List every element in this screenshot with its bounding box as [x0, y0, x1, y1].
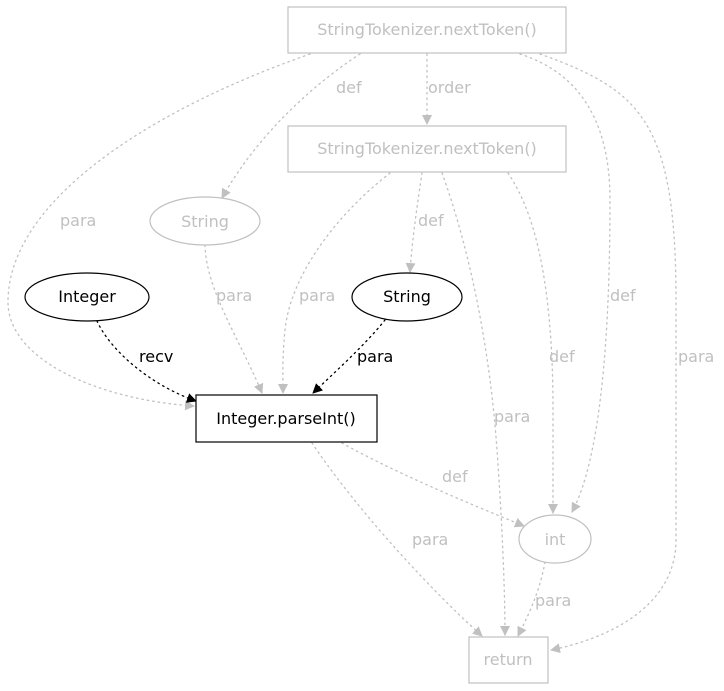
edge-parseint-to-int: def [341, 442, 525, 528]
node-integer-parseint[interactable]: Integer.parseInt() [195, 394, 378, 443]
edge-st1-to-parseint: para [7, 53, 311, 411]
node-string-1[interactable]: String [149, 196, 261, 246]
edge-label-def: def [442, 467, 468, 486]
edge-label-def: def [336, 78, 362, 97]
edge-st1-to-string1: def [221, 53, 362, 199]
node-label: return [484, 650, 533, 669]
edge-label-order: order [428, 78, 471, 97]
edge-st2-to-int: def [507, 172, 575, 514]
edge-st1-to-st2: order [422, 53, 471, 125]
node-label: String [181, 212, 229, 231]
node-label: Integer.parseInt() [216, 409, 356, 428]
node-label: Integer [58, 287, 116, 306]
edge-label-def: def [418, 211, 444, 230]
edge-integer-to-parseint: recv [96, 320, 197, 403]
edge-label-para: para [216, 286, 252, 305]
edge-string1-to-parseint: para [204, 244, 264, 394]
edges: def order para def para def para [7, 53, 714, 654]
edge-st2-to-string2: def [405, 172, 444, 273]
edge-label-para: para [357, 347, 393, 366]
node-string-2[interactable]: String [351, 272, 463, 322]
edge-label-para: para [535, 591, 571, 610]
node-return[interactable]: return [468, 636, 549, 684]
edge-st2-to-parseint: para [277, 172, 391, 394]
node-label: StringTokenizer.nextToken() [317, 20, 537, 39]
edge-st2-to-return: para [441, 172, 530, 636]
edge-label-para: para [494, 407, 530, 426]
node-stringtokenizer-nexttoken-2[interactable]: StringTokenizer.nextToken() [287, 125, 567, 173]
edge-st1-to-return: para [539, 53, 714, 654]
node-stringtokenizer-nexttoken-1[interactable]: StringTokenizer.nextToken() [287, 6, 567, 54]
node-label: StringTokenizer.nextToken() [317, 139, 537, 158]
edge-label-para: para [678, 347, 714, 366]
node-label: String [383, 287, 431, 306]
edge-label-para: para [299, 286, 335, 305]
node-int[interactable]: int [518, 514, 592, 564]
edge-int-to-return: para [517, 561, 571, 637]
edge-st1-to-int: def [519, 53, 636, 513]
node-label: int [545, 530, 566, 549]
edge-label-para: para [412, 530, 448, 549]
edge-label-def: def [549, 347, 575, 366]
edge-parseint-to-return: para [311, 442, 483, 637]
edge-label-para: para [60, 211, 96, 230]
nodes: StringTokenizer.nextToken() StringTokeni… [24, 6, 592, 684]
node-integer[interactable]: Integer [24, 272, 150, 322]
edge-string2-to-parseint: para [312, 319, 393, 394]
edge-label-recv: recv [139, 347, 173, 366]
edge-label-def: def [610, 286, 636, 305]
